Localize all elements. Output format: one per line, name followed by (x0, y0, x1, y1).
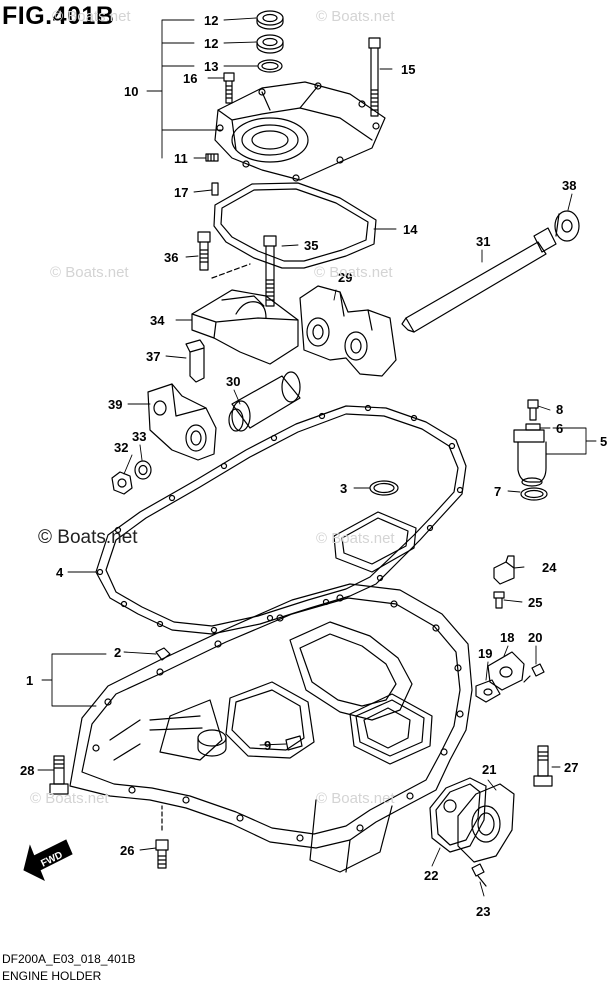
o-ring-part (369, 480, 399, 496)
bolt-part (533, 745, 553, 787)
callout-36: 36 (164, 250, 178, 265)
side-bracket-part (147, 383, 217, 461)
figure-code: DF200A_E03_018_401B (2, 952, 136, 966)
callout-20: 20 (528, 630, 542, 645)
callout-13: 13 (204, 59, 218, 74)
forward-arrow-icon: FWD (23, 839, 73, 882)
sensor-part (493, 555, 515, 585)
callout-14: 14 (403, 222, 418, 237)
gasket-part (475, 679, 501, 703)
watermark-text: © Boats.net (316, 790, 395, 807)
side-cover-part (457, 783, 515, 863)
bolt-part (155, 805, 169, 869)
callout-18: 18 (500, 630, 514, 645)
watermark-text: © Boats.net (314, 264, 393, 281)
watermark-text: © Boats.net (52, 8, 131, 25)
watermark-text: © Boats.net (316, 530, 395, 547)
nut-part (111, 471, 133, 495)
callout-7: 7 (494, 484, 501, 499)
o-ring-part (257, 59, 283, 73)
callout-34: 34 (150, 313, 165, 328)
oil-seal-part (256, 10, 284, 30)
callout-12: 12 (204, 36, 218, 51)
callout-16: 16 (183, 71, 197, 86)
callout-21: 21 (482, 762, 496, 777)
callout-35: 35 (304, 238, 318, 253)
engine-mount-part (299, 285, 397, 377)
callout-23: 23 (476, 904, 490, 919)
copyright-text: © Boats.net (38, 527, 138, 548)
oil-pan-part (69, 583, 473, 873)
bolt-part (197, 231, 211, 271)
bolt-part (493, 591, 505, 609)
callout-19: 19 (478, 646, 492, 661)
clip-part (185, 339, 205, 383)
callout-33: 33 (132, 429, 146, 444)
fitting-part (285, 735, 303, 751)
cover-gasket-part (213, 182, 377, 269)
callout-11: 11 (174, 151, 188, 166)
callout-28: 28 (20, 763, 34, 778)
mount-bracket-part (191, 289, 299, 365)
watermark-text: © Boats.net (50, 264, 129, 281)
callout-30: 30 (226, 374, 240, 389)
callout-32: 32 (114, 440, 128, 455)
oil-pan-gasket-part (95, 405, 467, 635)
bolt-part (49, 755, 69, 795)
bolt-part (223, 72, 235, 104)
callout-37: 37 (146, 349, 160, 364)
washer-part (554, 210, 580, 242)
callout-17: 17 (174, 185, 188, 200)
callout-15: 15 (401, 62, 415, 77)
fitting-part (205, 153, 219, 162)
bolt-part (471, 863, 487, 887)
callout-2: 2 (114, 645, 121, 660)
callout-25: 25 (528, 595, 542, 610)
dowel-pin-part (211, 182, 219, 196)
plug-part (155, 647, 171, 661)
through-bolt-part (401, 227, 557, 333)
callout-6: 6 (556, 421, 563, 436)
callout-5: 5 (600, 434, 607, 449)
callout-26: 26 (120, 843, 134, 858)
watermark-text: © Boats.net (316, 8, 395, 25)
callout-4: 4 (56, 565, 64, 580)
callout-24: 24 (542, 560, 557, 575)
long-bolt-part (368, 37, 381, 117)
bolt-part (523, 663, 545, 683)
callout-numbers: 12 12 13 16 10 11 17 15 14 35 36 31 38 2… (20, 13, 607, 919)
bolt-part (263, 235, 277, 307)
callout-22: 22 (424, 868, 438, 883)
cover-plate-part (487, 651, 525, 691)
callout-8: 8 (556, 402, 563, 417)
figure-name: ENGINE HOLDER (2, 969, 102, 983)
gasket-holes (96, 404, 464, 634)
callout-31: 31 (476, 234, 490, 249)
callout-3: 3 (340, 481, 347, 496)
callout-9: 9 (264, 738, 271, 753)
callout-10: 10 (124, 84, 138, 99)
callout-1: 1 (26, 673, 33, 688)
o-ring-part (520, 487, 548, 501)
callout-27: 27 (564, 760, 578, 775)
outlet-pipe-part (513, 423, 547, 487)
rubber-mount-part (228, 371, 301, 432)
gasket-part (429, 777, 487, 853)
callout-38: 38 (562, 178, 576, 193)
callout-12: 12 (204, 13, 218, 28)
leader-lines (37, 17, 597, 897)
bolt-part (527, 399, 539, 421)
washer-part (134, 460, 152, 480)
figure-title: FIG.401B (2, 2, 115, 30)
top-cover-part (214, 81, 386, 182)
oil-seal-part (256, 34, 284, 54)
watermark-text: © Boats.net (30, 790, 109, 807)
callout-39: 39 (108, 397, 122, 412)
callout-29: 29 (338, 270, 352, 285)
